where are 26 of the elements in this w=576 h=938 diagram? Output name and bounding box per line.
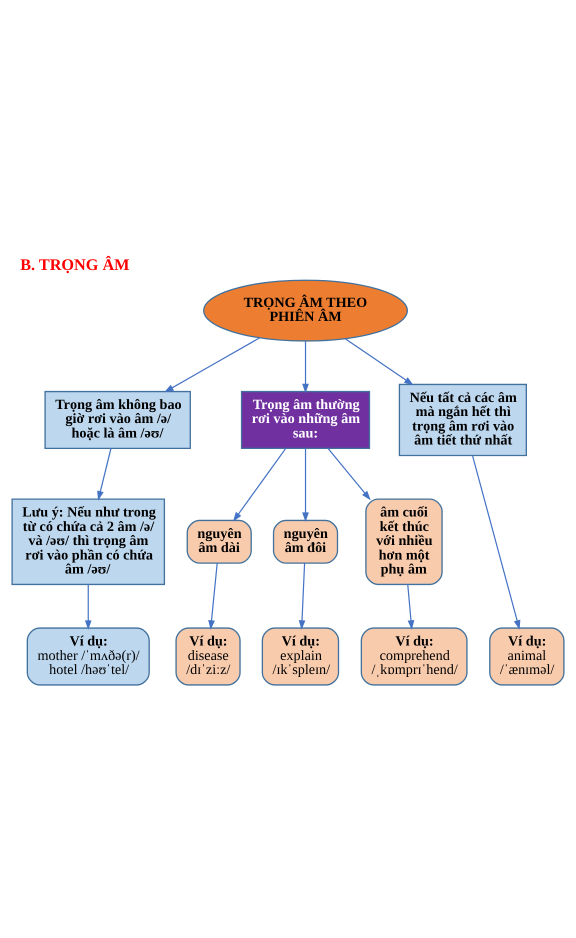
arrow (164, 336, 260, 392)
node-box: nguyên âm đôi (272, 519, 338, 564)
arrow (233, 448, 286, 522)
arrow (97, 448, 112, 500)
node-box: Ví dụ: animal /ˈænɪməl/ (489, 626, 565, 686)
node-ellipse: TRỌNG ÂM THEO PHIÊN ÂM (203, 279, 408, 342)
arrow (472, 454, 520, 630)
node-box: nguyên âm dài (186, 519, 252, 564)
arrow (328, 448, 371, 500)
arrow (344, 338, 414, 385)
node-box: Nếu tất cả các âm mà ngắn hết thì trọng âm rơi vào âm tiết thứ nhất (398, 383, 527, 456)
node-box: Trọng âm không bao giờ rơi vào âm /ə/ hoặc là âm /əʊ/ (44, 390, 191, 449)
node-box: Ví dụ: comprehend /ˌkɒmprɪˈhend/ (360, 626, 468, 686)
arrow (302, 340, 309, 393)
arrow (208, 562, 218, 630)
node-box: Ví dụ: disease /dɪˈziːz/ (175, 626, 241, 686)
node-box: âm cuối kết thúc với nhiều hơn một phụ âm (365, 498, 443, 585)
arrow (84, 584, 92, 630)
node-box: Ví dụ: explain /ɪkˈspleɪn/ (262, 626, 340, 686)
diagram-title: B. TRỌNG ÂM (20, 256, 130, 274)
arrow (407, 584, 414, 630)
node-box: Trọng âm thường rơi vào những âm sau: (240, 390, 370, 449)
node-box: Lưu ý: Nếu như trong từ có chứa cả 2 âm /ə/ và /əʊ/ thì trọng âm rơi vào phần có chứa âm /əʊ/ (11, 498, 166, 585)
arrow (302, 448, 309, 522)
arrow (298, 562, 306, 630)
node-box: Ví dụ: mother /ˈmʌðə(r)/ hotel /həʊˈtel/ (26, 626, 150, 686)
